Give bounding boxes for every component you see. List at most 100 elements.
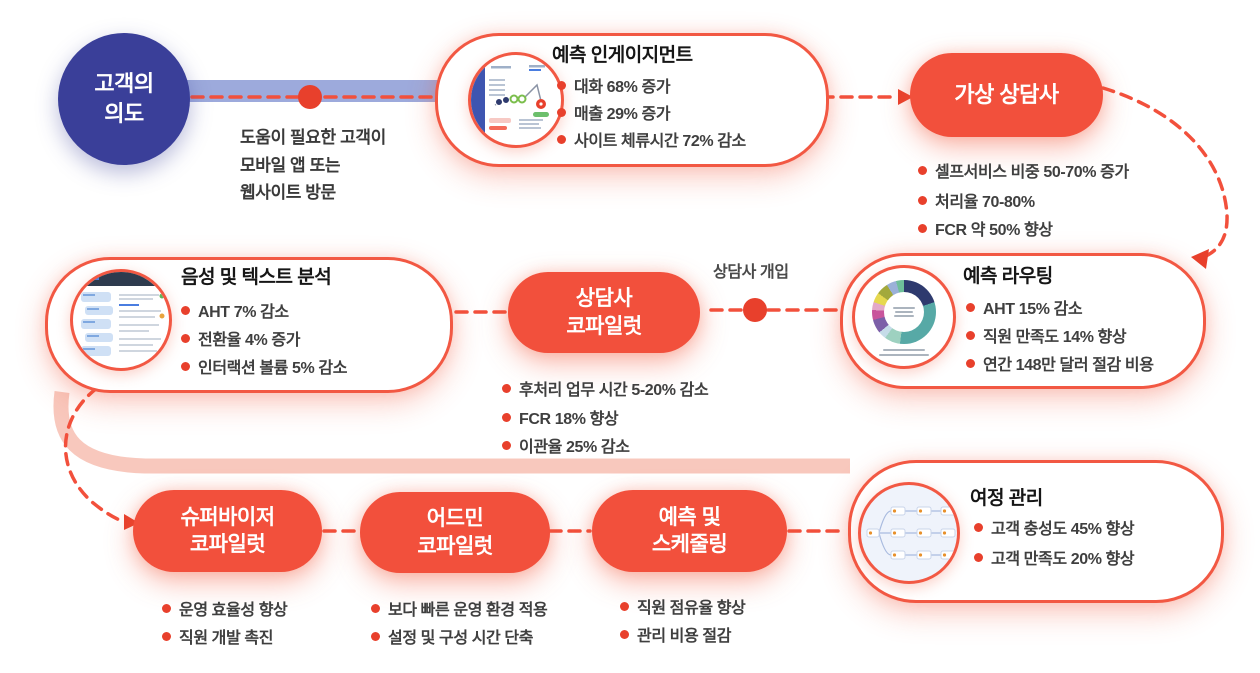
predictive-engagement-title: 예측 인게이지먼트 [552,45,693,66]
bullet-dot-icon [966,358,975,368]
journey-dashboard-graphic [471,55,549,145]
journey-flow-tree-thumbnail [858,482,960,584]
node-virtual-agent: 가상 상담사 [910,53,1103,137]
agent-copilot-label-line2: 코파일럿 [566,314,642,338]
bullet-item: 인터랙션 볼륨 5% 감소 [181,354,347,378]
journey-management-title: 여정 관리 [970,488,1043,509]
intent-caption-line2: 모바일 앱 또는 [240,155,341,175]
intent-caption-line1: 도움이 필요한 고객이 [240,128,386,147]
bullet-dot-icon [162,603,171,613]
bottom-path-band [53,390,850,474]
bullet-label: AHT 15% 감소 [983,301,1083,318]
admin-copilot-label-line1: 어드민 [426,507,484,531]
intent-caption-line3: 웹사이트 방문 [240,183,336,203]
bullet-label: 관리 비용 절감 [637,628,732,645]
node-forecasting-scheduling: 예측 및 스케줄링 [592,490,787,572]
supervisor-copilot-label-line1: 슈퍼바이저 [180,505,275,529]
bullet-dot-icon [918,223,927,233]
journey-dashboard-thumbnail [468,52,564,148]
node-admin-copilot: 어드민 코파일럿 [360,492,550,573]
bullet-label: 이관율 25% 감소 [519,439,630,456]
bullet-dot-icon [181,305,190,315]
forecasting-scheduling-label-line2: 스케줄링 [651,533,728,556]
bullet-label: 셀프서비스 비중 50-70% 증가 [935,164,1129,181]
bullet-item: FCR 18% 향상 [502,405,619,429]
bullet-dot-icon [974,522,983,532]
bullet-label: 운영 효율성 향상 [179,602,288,619]
bullet-dot-icon [620,629,629,639]
bullet-label: 연간 148만 달러 절감 비용 [983,357,1154,374]
node-agent-copilot: 상담사 코파일럿 [508,272,700,353]
bullet-dot-icon [557,107,566,117]
bullet-label: FCR 약 50% 향상 [935,222,1053,239]
bullet-item: 후처리 업무 시간 5-20% 감소 [502,376,709,400]
bullet-item: 보다 빠른 운영 환경 적용 [371,596,548,620]
bullet-dot-icon [918,165,927,175]
bullet-dot-icon [502,440,511,450]
agent-handoff-label: 상담사 개입 [713,264,789,281]
bullet-dot-icon [502,412,511,422]
bullet-label: 직원 개발 촉진 [179,630,274,647]
bullet-item: 직원 개발 촉진 [162,624,273,648]
bullet-dot-icon [371,603,380,613]
bullet-item: 고객 만족도 20% 향상 [974,545,1135,569]
bullet-label: 매출 29% 증가 [574,106,671,123]
customer-intent-label-line2: 의도 [104,101,144,126]
intent-caption: 도움이 필요한 고객이 모바일 앱 또는 웹사이트 방문 [240,124,386,207]
bullet-dot-icon [557,80,566,90]
path-dot-icon [743,298,767,322]
agent-copilot-label-line1: 상담사 [575,287,633,311]
node-customer-intent: 고객의 의도 [58,33,190,165]
chat-transcript-thumbnail [70,269,172,371]
bullet-dot-icon [181,361,190,371]
bullet-dot-icon [918,195,927,205]
bullet-label: 전환율 4% 증가 [198,332,301,349]
bullet-dot-icon [966,302,975,312]
forecasting-scheduling-label-line1: 예측 및 [658,505,721,529]
bullet-label: AHT 7% 감소 [198,304,289,321]
bullet-item: 전환율 4% 증가 [181,326,300,350]
bullet-dot-icon [502,383,511,393]
arrowhead-icon [1191,249,1209,269]
bullet-item: 처리율 70-80% [918,188,1035,212]
bullet-item: 매출 29% 증가 [557,100,671,124]
bullet-item: 직원 점유율 향상 [620,594,746,618]
predictive-routing-title: 예측 라우팅 [963,266,1053,287]
bullet-dot-icon [162,631,171,641]
admin-copilot-label-line2: 코파일럿 [417,534,493,558]
bullet-dot-icon [557,134,566,144]
bullet-dot-icon [371,631,380,641]
bullet-item: 운영 효율성 향상 [162,596,288,620]
bullet-label: 후처리 업무 시간 5-20% 감소 [519,382,709,399]
chat-transcript-graphic [73,272,169,356]
bullet-dot-icon [620,601,629,611]
bullet-label: 보다 빠른 운영 환경 적용 [388,602,548,619]
bullet-label: FCR 18% 향상 [519,411,619,428]
supervisor-copilot-label-line2: 코파일럿 [189,533,266,556]
bullet-item: AHT 7% 감소 [181,298,289,322]
bullet-dot-icon [966,330,975,340]
connector-analytics-to-supervisor [63,386,126,524]
bullet-label: 처리율 70-80% [935,194,1035,211]
virtual-agent-label: 가상 상담사 [954,81,1059,107]
bullet-item: FCR 약 50% 향상 [918,216,1053,240]
bullet-label: 고객 만족도 20% 향상 [991,551,1135,568]
bullet-item: 연간 148만 달러 절감 비용 [966,351,1154,375]
bullet-dot-icon [974,552,983,562]
bullet-label: 고객 충성도 45% 향상 [991,521,1135,538]
donut-chart-thumbnail [852,265,956,369]
bullet-item: AHT 15% 감소 [966,295,1083,319]
donut-chart-center [884,292,924,332]
node-supervisor-copilot: 슈퍼바이저 코파일럿 [133,490,322,572]
bullet-item: 직원 만족도 14% 향상 [966,323,1127,347]
bullet-item: 셀프서비스 비중 50-70% 증가 [918,158,1129,182]
bullet-item: 설정 및 구성 시간 단축 [371,624,533,648]
bullet-label: 대화 68% 증가 [574,79,671,96]
bullet-item: 이관율 25% 감소 [502,433,630,457]
journey-flow-tree-graphic [866,506,956,560]
bullet-label: 인터랙션 볼륨 5% 감소 [198,360,348,377]
bullet-label: 설정 및 구성 시간 단축 [388,630,534,647]
bullet-label: 직원 만족도 14% 향상 [983,329,1127,346]
bullet-dot-icon [181,333,190,343]
